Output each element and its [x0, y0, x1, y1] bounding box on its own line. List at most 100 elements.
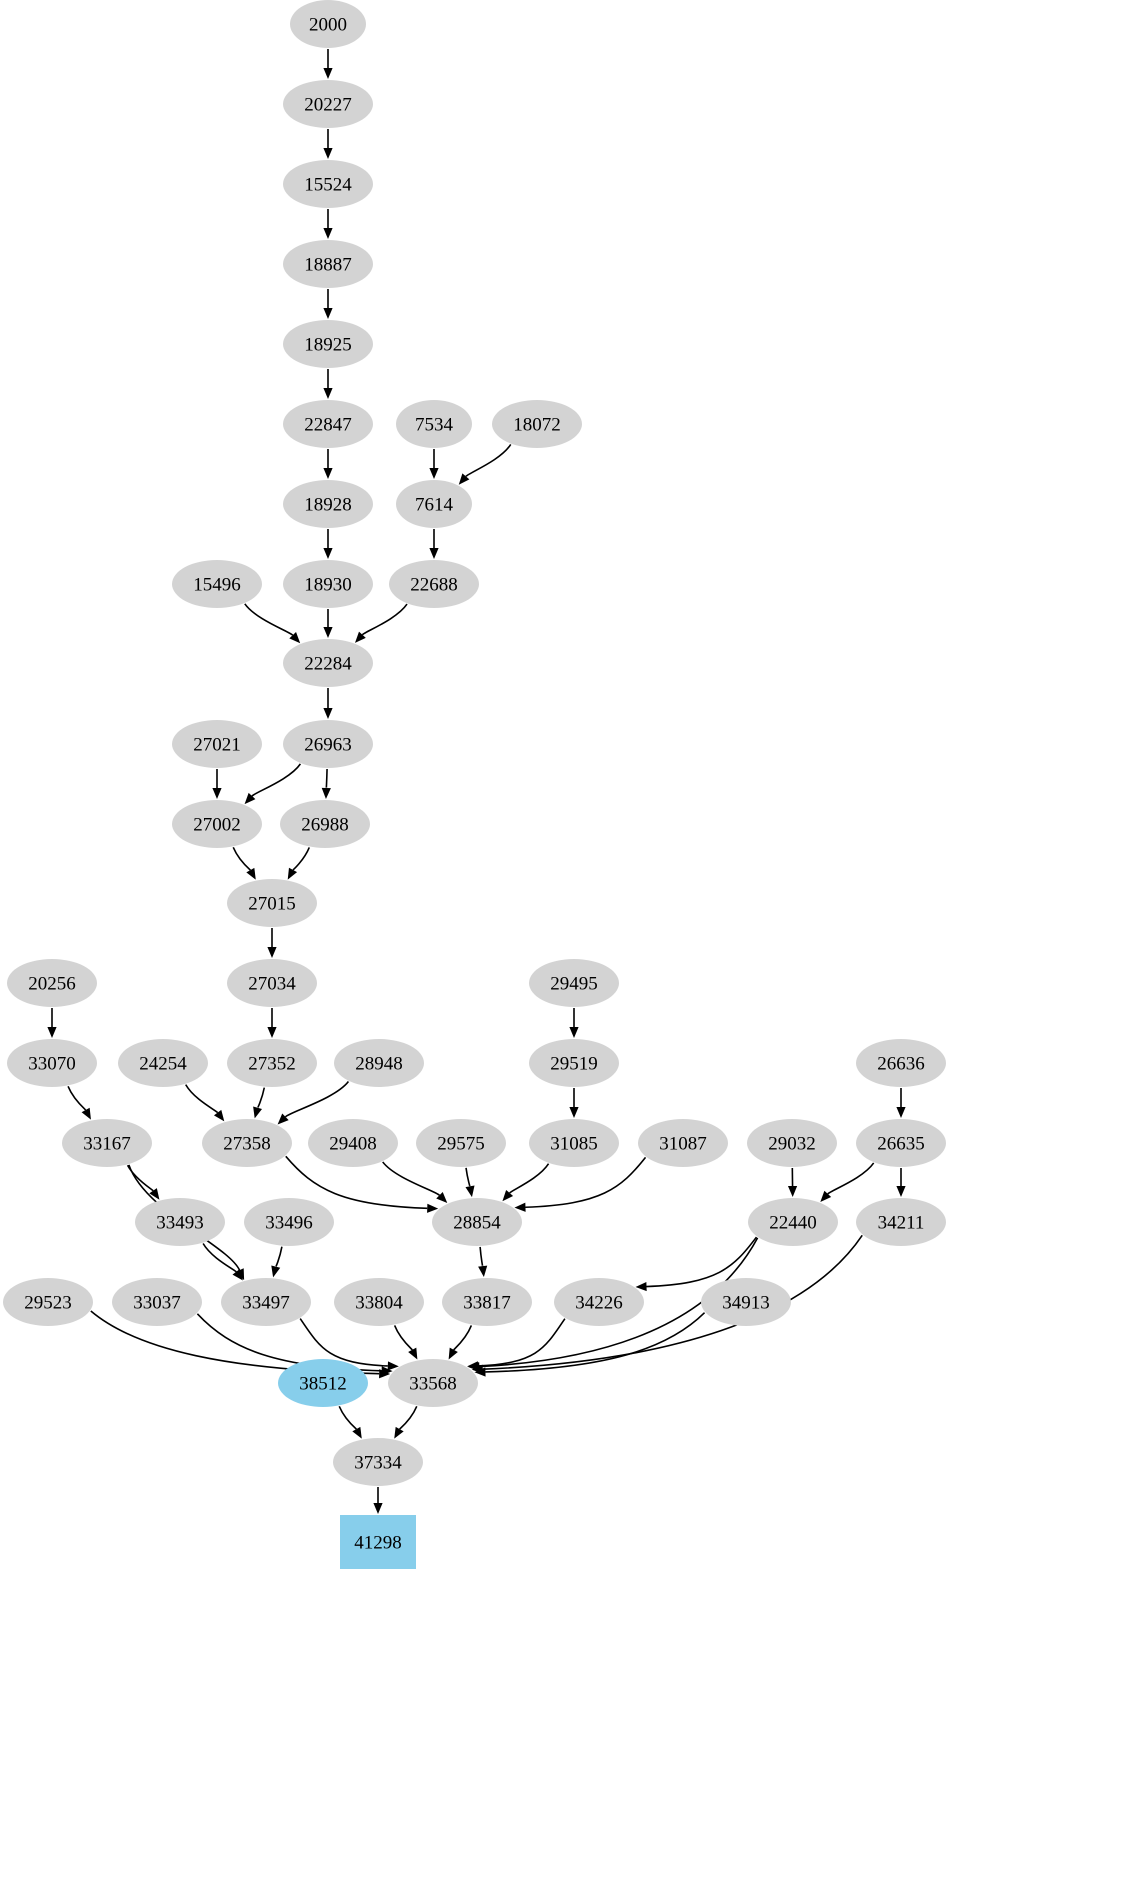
node-ellipse[interactable]	[856, 1119, 946, 1167]
graph-node-29495[interactable]: 29495	[529, 959, 619, 1007]
node-ellipse[interactable]	[283, 160, 373, 208]
graph-node-33497[interactable]: 33497	[221, 1278, 311, 1326]
graph-node-15496[interactable]: 15496	[172, 560, 262, 608]
node-ellipse[interactable]	[62, 1119, 152, 1167]
graph-node-33037[interactable]: 33037	[112, 1278, 202, 1326]
graph-node-27034[interactable]: 27034	[227, 959, 317, 1007]
graph-node-24254[interactable]: 24254	[118, 1039, 208, 1087]
graph-node-7534[interactable]: 7534	[396, 400, 472, 448]
graph-node-31087[interactable]: 31087	[638, 1119, 728, 1167]
node-ellipse[interactable]	[747, 1119, 837, 1167]
graph-node-33070[interactable]: 33070	[7, 1039, 97, 1087]
graph-node-37334[interactable]: 37334	[333, 1438, 423, 1486]
node-ellipse[interactable]	[529, 1039, 619, 1087]
node-ellipse[interactable]	[283, 400, 373, 448]
node-ellipse[interactable]	[308, 1119, 398, 1167]
node-ellipse[interactable]	[396, 480, 472, 528]
node-ellipse[interactable]	[202, 1119, 292, 1167]
graph-node-38512[interactable]: 38512	[278, 1359, 368, 1407]
node-ellipse[interactable]	[227, 879, 317, 927]
node-ellipse[interactable]	[283, 560, 373, 608]
graph-node-33804[interactable]: 33804	[334, 1278, 424, 1326]
graph-node-15524[interactable]: 15524	[283, 160, 373, 208]
node-ellipse[interactable]	[748, 1198, 838, 1246]
graph-node-33496[interactable]: 33496	[244, 1198, 334, 1246]
node-ellipse[interactable]	[135, 1198, 225, 1246]
graph-node-22847[interactable]: 22847	[283, 400, 373, 448]
graph-node-22284[interactable]: 22284	[283, 639, 373, 687]
graph-node-27015[interactable]: 27015	[227, 879, 317, 927]
node-ellipse[interactable]	[389, 560, 479, 608]
graph-node-34913[interactable]: 34913	[701, 1278, 791, 1326]
graph-node-27021[interactable]: 27021	[172, 720, 262, 768]
node-ellipse[interactable]	[529, 959, 619, 1007]
graph-node-34211[interactable]: 34211	[856, 1198, 946, 1246]
graph-node-33817[interactable]: 33817	[442, 1278, 532, 1326]
graph-node-22440[interactable]: 22440	[748, 1198, 838, 1246]
node-ellipse[interactable]	[442, 1278, 532, 1326]
graph-node-29408[interactable]: 29408	[308, 1119, 398, 1167]
node-ellipse[interactable]	[283, 240, 373, 288]
node-ellipse[interactable]	[334, 1278, 424, 1326]
node-ellipse[interactable]	[283, 80, 373, 128]
node-ellipse[interactable]	[283, 639, 373, 687]
graph-node-26635[interactable]: 26635	[856, 1119, 946, 1167]
node-box[interactable]	[340, 1515, 416, 1569]
graph-node-2000[interactable]: 2000	[290, 0, 366, 48]
node-ellipse[interactable]	[280, 800, 370, 848]
graph-node-18928[interactable]: 18928	[283, 480, 373, 528]
graph-node-34226[interactable]: 34226	[554, 1278, 644, 1326]
node-ellipse[interactable]	[7, 959, 97, 1007]
node-ellipse[interactable]	[396, 400, 472, 448]
graph-node-29575[interactable]: 29575	[416, 1119, 506, 1167]
graph-node-27352[interactable]: 27352	[227, 1039, 317, 1087]
graph-node-28854[interactable]: 28854	[432, 1198, 522, 1246]
graph-node-26963[interactable]: 26963	[283, 720, 373, 768]
node-ellipse[interactable]	[492, 400, 582, 448]
node-ellipse[interactable]	[416, 1119, 506, 1167]
node-ellipse[interactable]	[283, 720, 373, 768]
node-ellipse[interactable]	[172, 720, 262, 768]
graph-node-29032[interactable]: 29032	[747, 1119, 837, 1167]
graph-node-18887[interactable]: 18887	[283, 240, 373, 288]
graph-node-31085[interactable]: 31085	[529, 1119, 619, 1167]
graph-node-7614[interactable]: 7614	[396, 480, 472, 528]
node-ellipse[interactable]	[638, 1119, 728, 1167]
node-ellipse[interactable]	[554, 1278, 644, 1326]
node-ellipse[interactable]	[701, 1278, 791, 1326]
node-ellipse[interactable]	[244, 1198, 334, 1246]
node-ellipse[interactable]	[290, 0, 366, 48]
graph-node-41298[interactable]: 41298	[340, 1515, 416, 1569]
graph-node-33493[interactable]: 33493	[135, 1198, 225, 1246]
graph-node-28948[interactable]: 28948	[334, 1039, 424, 1087]
graph-node-33167[interactable]: 33167	[62, 1119, 152, 1167]
node-ellipse[interactable]	[112, 1278, 202, 1326]
node-ellipse[interactable]	[3, 1278, 93, 1326]
node-ellipse[interactable]	[388, 1359, 478, 1407]
node-ellipse[interactable]	[432, 1198, 522, 1246]
graph-node-20227[interactable]: 20227	[283, 80, 373, 128]
node-ellipse[interactable]	[283, 320, 373, 368]
graph-node-26636[interactable]: 26636	[856, 1039, 946, 1087]
node-ellipse[interactable]	[118, 1039, 208, 1087]
graph-node-27358[interactable]: 27358	[202, 1119, 292, 1167]
graph-node-29523[interactable]: 29523	[3, 1278, 93, 1326]
node-ellipse[interactable]	[227, 1039, 317, 1087]
node-ellipse[interactable]	[529, 1119, 619, 1167]
node-ellipse[interactable]	[334, 1039, 424, 1087]
graph-node-22688[interactable]: 22688	[389, 560, 479, 608]
node-ellipse[interactable]	[856, 1198, 946, 1246]
graph-node-18925[interactable]: 18925	[283, 320, 373, 368]
graph-node-26988[interactable]: 26988	[280, 800, 370, 848]
node-ellipse[interactable]	[278, 1359, 368, 1407]
node-ellipse[interactable]	[283, 480, 373, 528]
graph-node-29519[interactable]: 29519	[529, 1039, 619, 1087]
node-ellipse[interactable]	[221, 1278, 311, 1326]
node-ellipse[interactable]	[856, 1039, 946, 1087]
node-ellipse[interactable]	[333, 1438, 423, 1486]
graph-node-20256[interactable]: 20256	[7, 959, 97, 1007]
graph-node-27002[interactable]: 27002	[172, 800, 262, 848]
node-ellipse[interactable]	[7, 1039, 97, 1087]
graph-node-18930[interactable]: 18930	[283, 560, 373, 608]
graph-node-18072[interactable]: 18072	[492, 400, 582, 448]
